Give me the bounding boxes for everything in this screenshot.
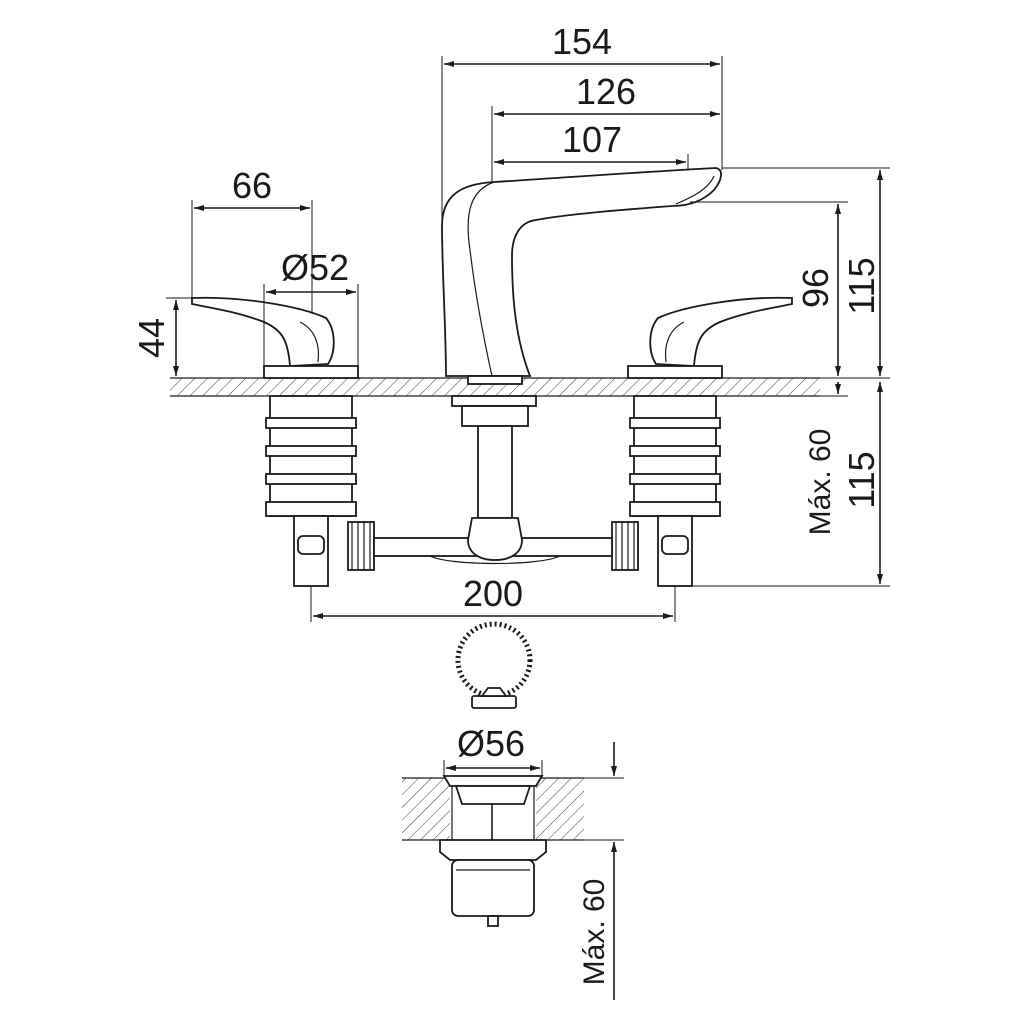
- dim-handle-length: 66: [232, 165, 272, 206]
- dim-handle-base-diameter: Ø52: [281, 247, 349, 288]
- dim-max-deck-thickness: Máx. 60: [804, 429, 837, 536]
- connecting-pipe: [373, 517, 613, 565]
- right-handle: [627, 296, 793, 379]
- dim-drain-max-thickness: Máx. 60: [578, 879, 611, 986]
- dim-spout-total-height: 115: [841, 257, 882, 314]
- left-handle: [191, 296, 359, 379]
- drain-body: [402, 775, 584, 927]
- dim-handle-height: 44: [131, 318, 172, 358]
- left-valve-body: [265, 395, 375, 587]
- drain-plug-chain: [455, 621, 533, 709]
- right-valve-body: [611, 395, 721, 587]
- dim-spout-outlet-height: 96: [795, 268, 836, 308]
- spout: [441, 167, 722, 519]
- dim-spout-reach-inner: 107: [562, 119, 622, 160]
- dimension-labels: 154 126 107 66 Ø52 44 96 115 115 Máx. 60…: [131, 21, 882, 985]
- dimension-lines: [166, 56, 890, 1000]
- dim-handle-spacing: 200: [463, 573, 523, 614]
- dim-spout-reach-total: 154: [552, 21, 612, 62]
- dim-spout-reach-mid: 126: [576, 71, 636, 112]
- dim-drain-diameter: Ø56: [457, 723, 525, 764]
- dim-below-deck-height: 115: [841, 451, 882, 508]
